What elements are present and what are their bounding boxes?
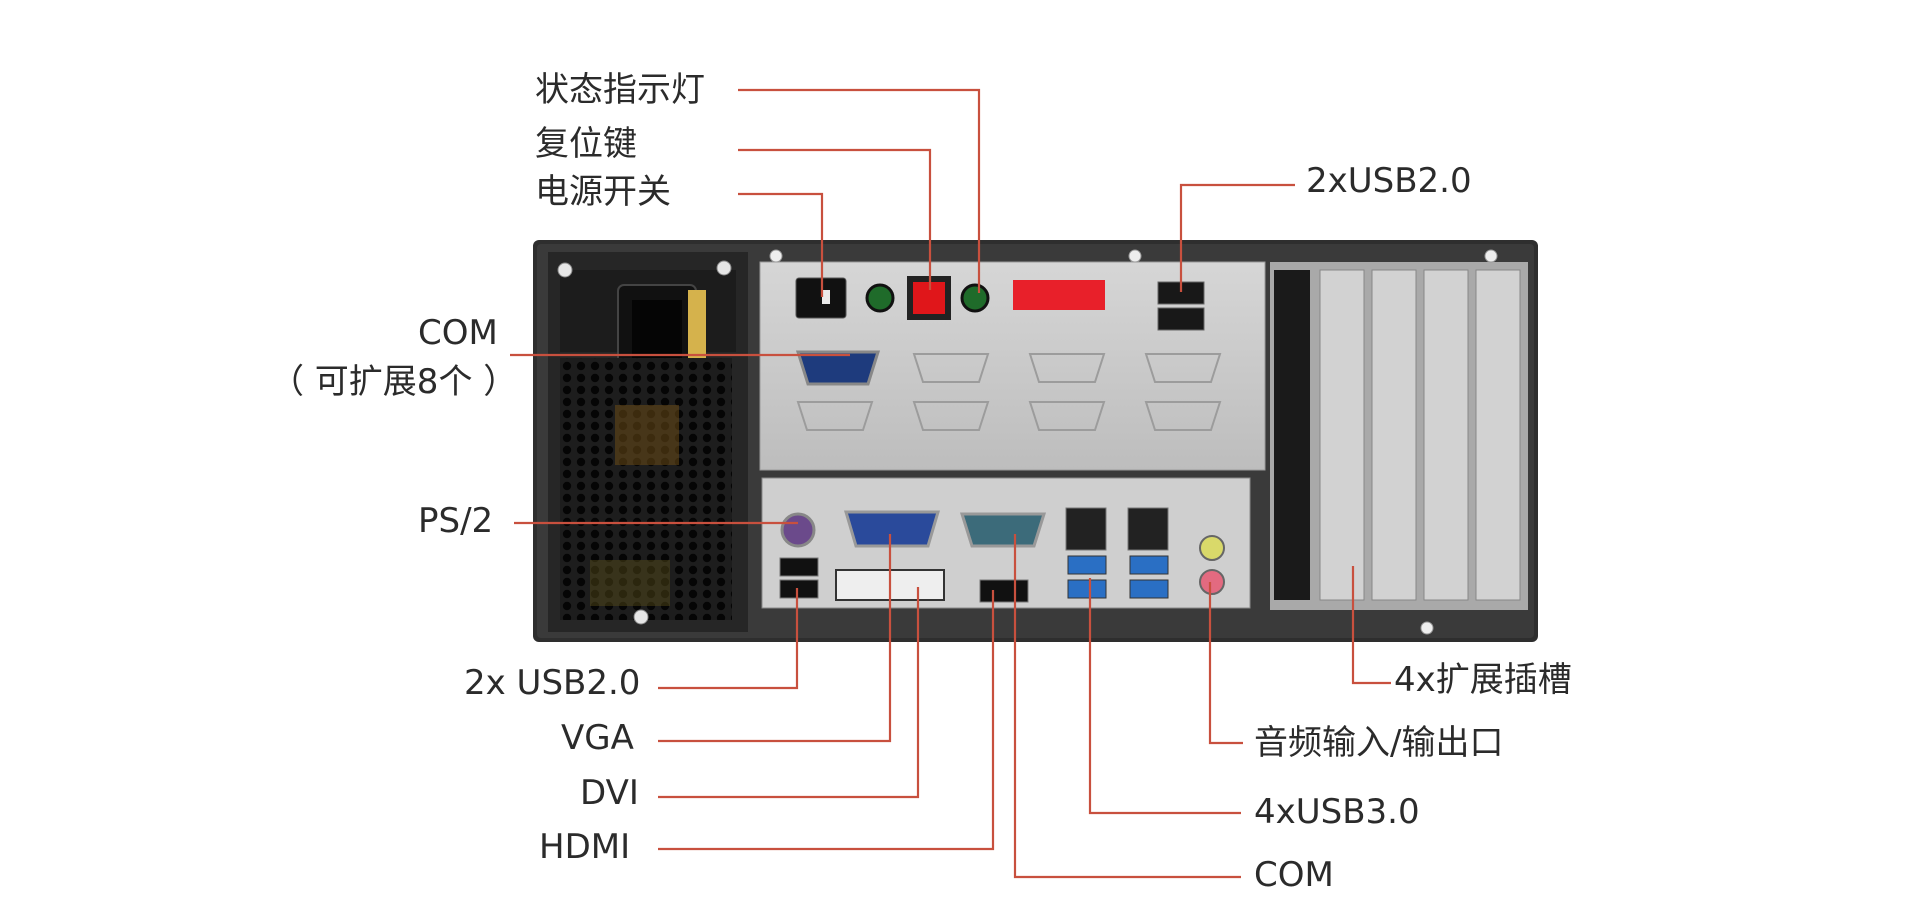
usb2-left-port (779, 579, 819, 599)
callout-lines (510, 88, 1391, 879)
callout-expansion-slots (1351, 566, 1391, 685)
label-audio-io: 音频输入/输出口 (1254, 723, 1504, 763)
model-sticker (1013, 280, 1105, 310)
rj45-port (1127, 507, 1169, 551)
callout-hdmi (658, 590, 995, 851)
audio-jack-in (1199, 535, 1225, 561)
com-port-expandable (795, 350, 881, 386)
audio-jack-out (1199, 569, 1225, 595)
callout-usb20-top (1179, 183, 1295, 292)
psu-fan-grille (560, 358, 732, 620)
usb3-port (1129, 555, 1169, 575)
label-vga: VGA (561, 718, 634, 758)
psu-screw (716, 260, 732, 276)
motherboard-io-shield (761, 477, 1251, 609)
usb3-port (1129, 579, 1169, 599)
callout-audio (1208, 582, 1243, 745)
label-usb30: 4xUSB3.0 (1254, 792, 1420, 832)
label-expansion-slots: 4x扩展插槽 (1394, 660, 1572, 700)
expansion-slot-area (1270, 249, 1528, 635)
front-io-plate (759, 249, 1266, 471)
callout-com-bottom (1013, 534, 1241, 879)
expansion-slot (1423, 269, 1469, 601)
status-led (960, 283, 990, 313)
usb3-port (1067, 555, 1107, 575)
label-hdmi: HDMI (539, 827, 631, 867)
com-knockouts (796, 353, 1222, 431)
label-usb20-top: 2xUSB2.0 (1306, 161, 1472, 201)
expansion-slot (1475, 269, 1521, 601)
callout-vga (658, 534, 892, 743)
label-usb20-left: 2x USB2.0 (464, 663, 641, 703)
usb2-top-port (1157, 307, 1205, 331)
label-power-switch: 电源开关 (535, 172, 671, 212)
psu-screw (633, 609, 649, 625)
label-status-led: 状态指示灯 (535, 70, 705, 110)
power-led (865, 283, 895, 313)
expansion-slot (1371, 269, 1417, 601)
usb2-left-port (779, 557, 819, 577)
callout-usb20-left (658, 588, 799, 690)
ps2-port (780, 512, 816, 548)
callout-dvi (658, 587, 920, 799)
callout-usb30 (1088, 578, 1241, 815)
expansion-slot (1319, 269, 1365, 601)
com-port-bottom (959, 512, 1047, 548)
callout-status-led (738, 88, 981, 293)
label-com-top-expandable: （ 可扩展8个 ） (270, 362, 518, 402)
label-reset-key: 复位键 (535, 124, 637, 164)
label-dvi: DVI (580, 773, 639, 813)
psu-module (548, 252, 748, 632)
psu-screw (557, 262, 573, 278)
label-com-top: COM (418, 313, 498, 353)
callout-reset-key (738, 148, 932, 290)
usb3-port (1067, 579, 1107, 599)
callout-power-switch (738, 192, 824, 297)
label-com-bottom: COM (1254, 855, 1334, 895)
vga-port (843, 510, 941, 548)
rj45-port (1065, 507, 1107, 551)
label-ps2: PS/2 (418, 501, 494, 541)
hdmi-port (979, 579, 1029, 603)
